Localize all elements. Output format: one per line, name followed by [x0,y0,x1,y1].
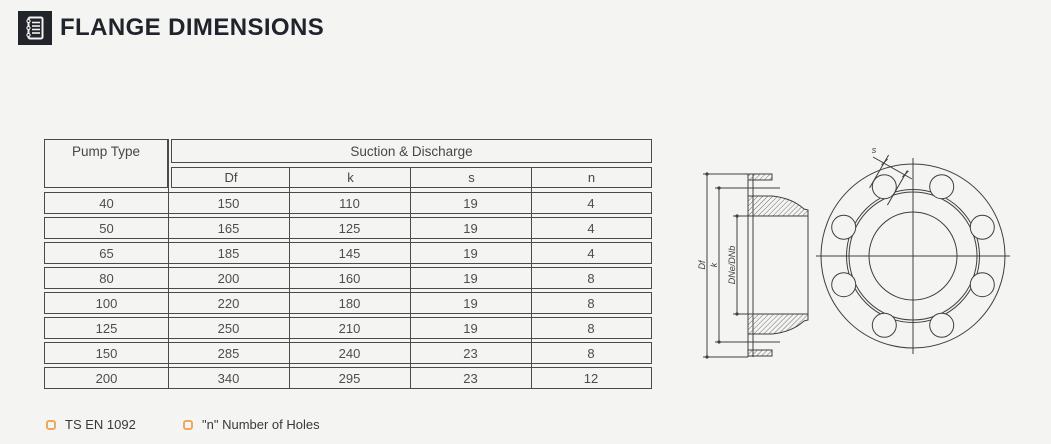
cell-pump-type: 40 [99,195,114,211]
page-header: FLANGE DIMENSIONS [18,11,324,45]
flange-side-view: Df k DNe/DNb [697,172,809,359]
cell-df: 165 [217,220,240,236]
cell-k: 160 [338,270,361,286]
cell-pump-type: 150 [95,345,118,361]
cell-n: 4 [587,220,595,236]
flange-front-view: s [816,145,1010,354]
table-row: 100 220 180 19 8 [44,292,652,314]
cell-df: 250 [217,320,240,336]
table-row: 80 200 160 19 8 [44,267,652,289]
cell-pump-type: 100 [95,295,118,311]
table-row: 65 185 145 19 4 [44,242,652,264]
cell-s: 19 [463,220,478,236]
flange-technical-drawing: Df k DNe/DNb s [697,145,1010,359]
cell-pump-type: 80 [99,270,114,286]
cell-df: 185 [217,245,240,261]
cell-n: 8 [587,345,595,361]
cell-s: 23 [463,345,478,361]
table-row: 150 285 240 23 8 [44,342,652,364]
orange-square-bullet-icon [46,419,56,430]
cell-s: 23 [463,370,478,386]
cell-pump-type: 125 [95,320,118,336]
sub-header-row: Df k s n [171,167,652,188]
cell-n: 12 [583,370,599,386]
cell-n: 4 [587,195,595,211]
footnote-standard: TS EN 1092 [46,417,136,432]
cell-k: 110 [339,195,360,211]
dim-label-dne-dnb: DNe/DNb [727,246,737,285]
cell-k: 125 [338,220,361,236]
dim-label-k: k [709,262,719,267]
footnote-standard-label: TS EN 1092 [65,417,136,432]
cell-k: 295 [338,370,361,386]
orange-square-bullet-icon [183,419,193,430]
cell-n: 8 [587,320,595,336]
table-row: 50 165 125 19 4 [44,217,652,239]
cell-df: 220 [217,295,240,311]
dim-label-df: Df [697,259,707,269]
cell-pump-type: 65 [99,245,114,261]
cell-s: 19 [463,195,478,211]
table-row: 125 250 210 19 8 [44,317,652,339]
table-row: 40 150 110 19 4 [44,192,652,214]
table-row: 200 340 295 23 12 [44,367,652,389]
cell-s: 19 [463,270,478,286]
column-group-header-suction-discharge: Suction & Discharge [171,139,652,163]
cell-s: 19 [463,320,478,336]
cell-pump-type: 50 [99,220,114,236]
cell-k: 210 [338,320,361,336]
cell-s: 19 [463,245,478,261]
cell-df: 150 [217,195,240,211]
cell-n: 8 [587,295,595,311]
table-column-divider [410,167,411,389]
page-title: FLANGE DIMENSIONS [60,14,325,41]
table-column-divider [168,139,169,389]
table-column-divider [531,167,532,389]
cell-k: 180 [338,295,361,311]
cell-n: 4 [587,245,595,261]
cell-n: 8 [587,270,595,286]
cell-s: 19 [463,295,478,311]
cell-pump-type: 200 [95,370,118,386]
column-header-pump-type: Pump Type [44,139,168,188]
column-header-n: n [587,170,596,185]
footnote-number-of-holes: "n" Number of Holes [183,417,320,432]
notebook-icon-glyph [26,16,44,40]
cell-k: 145 [338,245,361,261]
cell-k: 240 [338,345,361,361]
cell-df: 340 [217,370,240,386]
cell-df: 285 [217,345,240,361]
table-column-divider [289,167,290,389]
notebook-icon [18,11,52,45]
flange-dimensions-table: Pump Type Suction & Discharge Df k s n 4… [44,139,652,389]
column-header-k: k [347,170,354,185]
cell-df: 200 [217,270,240,286]
column-header-df: Df [224,170,238,185]
dim-label-s: s [872,145,877,155]
footnote-number-of-holes-label: "n" Number of Holes [202,417,320,432]
column-header-s: s [468,170,475,185]
